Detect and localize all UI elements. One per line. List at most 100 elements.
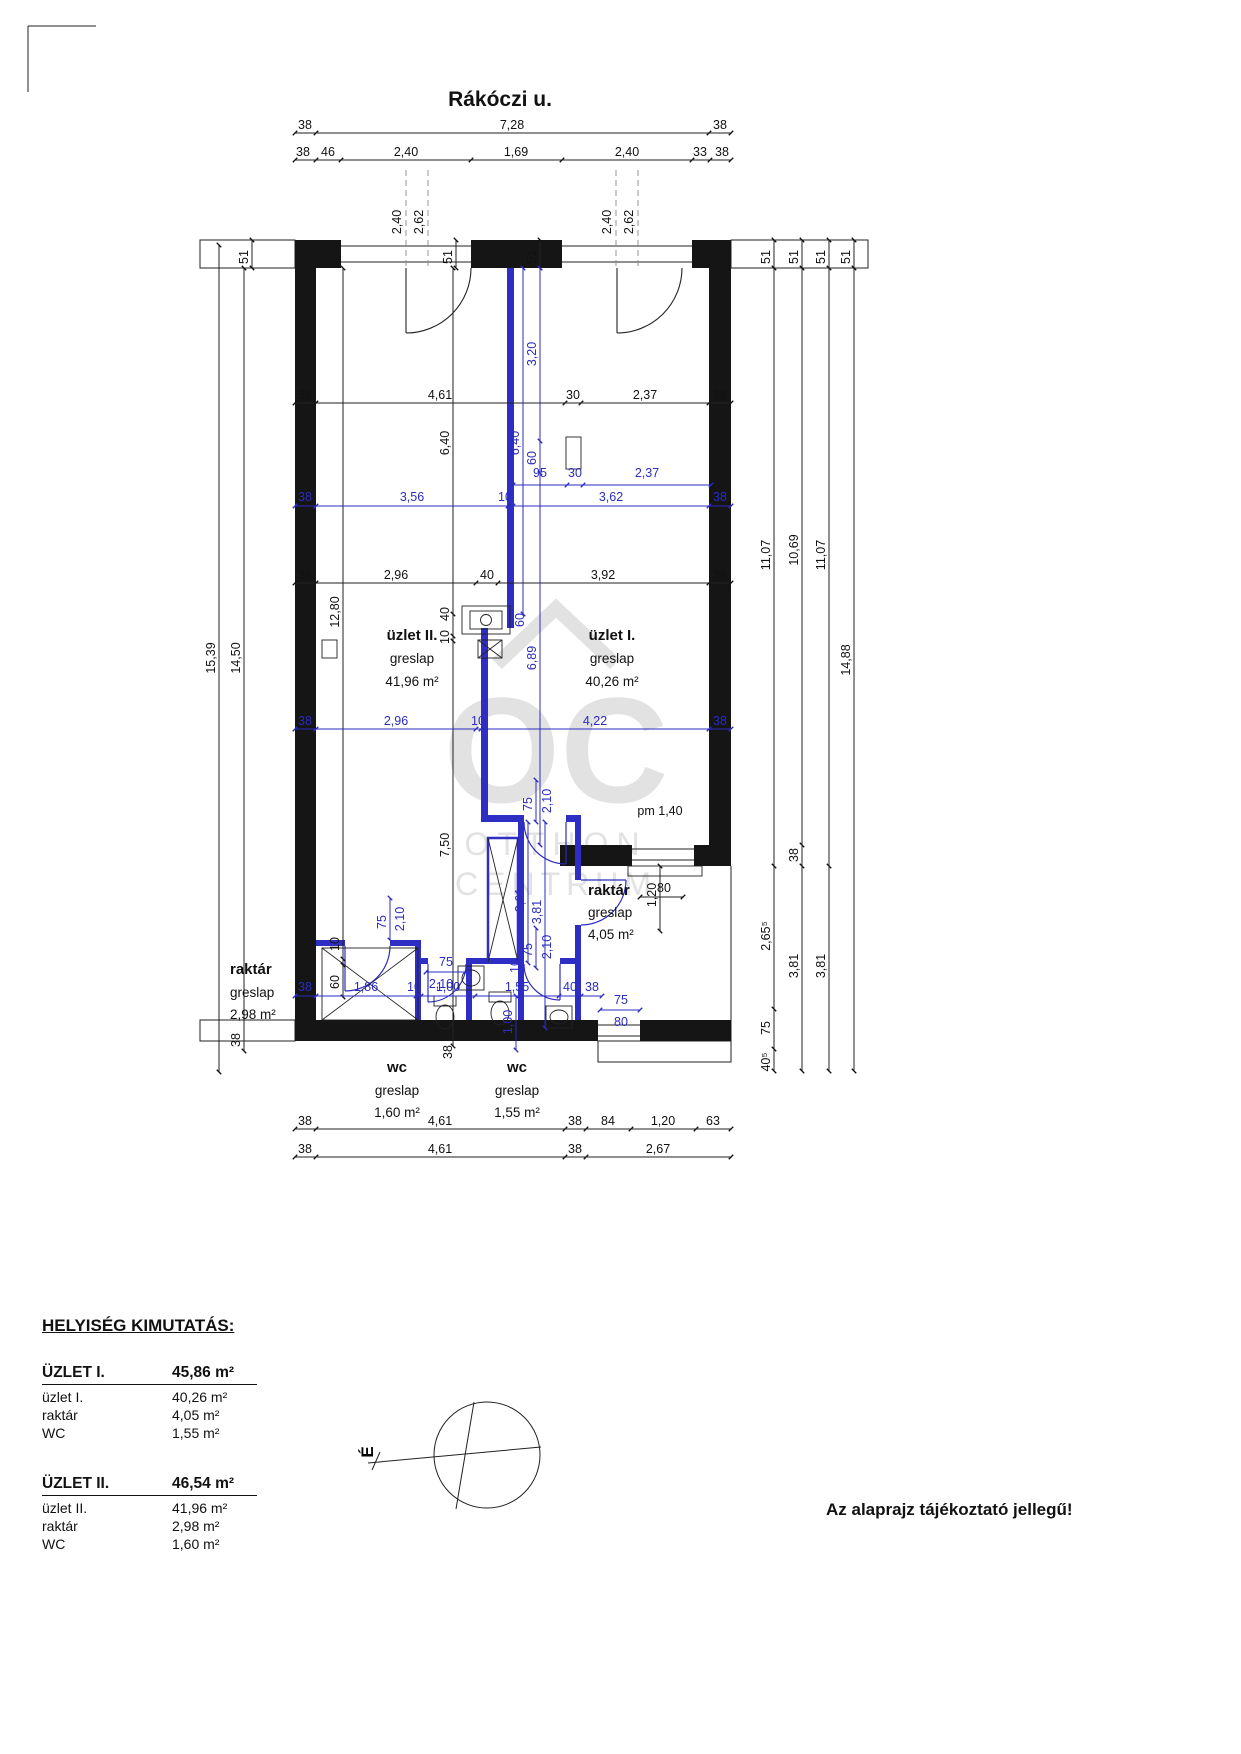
dim-label: 38: [298, 388, 312, 402]
dim-label: 1,00: [501, 1010, 515, 1034]
dim-label: 60: [513, 613, 527, 627]
room-floor: greslap: [390, 651, 434, 666]
dim-label: 95: [533, 466, 547, 480]
dim-label: 6,40: [438, 431, 452, 455]
schedule-row-label: WC: [42, 1424, 66, 1441]
entrance-doors: [405, 267, 683, 334]
room-name: üzlet II.: [387, 627, 438, 644]
sink: [457, 965, 485, 991]
dim-label: 1,20: [651, 1114, 675, 1128]
dim-label: 6,40: [508, 431, 522, 455]
dim-label: 1,55: [505, 980, 529, 994]
dimension-lines-black: [216, 130, 857, 1160]
schedule-section-total: 45,86 m²: [172, 1364, 235, 1381]
dim-label: 38: [298, 568, 312, 582]
dim-label: 14,88: [839, 644, 853, 675]
room-area: 4,05 m²: [588, 927, 634, 942]
dim-label: 2,96: [384, 714, 408, 728]
dim-label: 3,92: [591, 568, 615, 582]
dim-label: 38: [298, 1142, 312, 1156]
projection-lines: [405, 170, 639, 268]
room-floor: greslap: [230, 985, 274, 1000]
wall-cabinet: [321, 639, 338, 659]
dim-label: 38: [568, 1114, 582, 1128]
dim-label: pm 1,40: [637, 804, 682, 818]
wall-cabinet: [565, 436, 582, 470]
dim-label: 10: [498, 490, 512, 504]
dim-label: 75: [614, 993, 628, 1007]
schedule-row-value: 4,05 m²: [172, 1406, 220, 1423]
toilet-bowl: [435, 1004, 455, 1030]
dim-label: 2,40: [390, 210, 404, 234]
dim-label: 38: [713, 490, 727, 504]
meter-box: [461, 605, 511, 635]
toilet-bowl: [490, 1000, 510, 1026]
room-area: 40,26 m²: [585, 674, 639, 689]
room-area: 41,96 m²: [385, 674, 439, 689]
room-area: 1,55 m²: [494, 1105, 540, 1120]
dim-label: 1,86: [354, 980, 378, 994]
schedule-row-value: 2,98 m²: [172, 1517, 220, 1534]
schedule-row-label: üzlet I.: [42, 1389, 84, 1405]
dim-label: 1,69: [504, 145, 528, 159]
dim-label: 3,81: [530, 900, 544, 924]
crossed-area: [321, 947, 419, 1021]
dim-label: 33: [693, 145, 707, 159]
dim-label: 3,56: [400, 490, 424, 504]
schedule-row-value: 41,96 m²: [172, 1499, 228, 1516]
dim-label: 38: [568, 1142, 582, 1156]
dim-label: 75: [375, 915, 389, 929]
room-name: raktár: [230, 961, 272, 978]
dim-label: 60: [525, 451, 539, 465]
schedule-row-value: 1,55 m²: [172, 1424, 220, 1441]
dim-label: 75: [439, 955, 453, 969]
dim-label: 10: [328, 937, 342, 951]
dim-label: 10: [407, 980, 421, 994]
room-floor: greslap: [495, 1083, 539, 1098]
schedule-title: HELYISÉG KIMUTATÁS:: [42, 1316, 235, 1335]
dim-label: 12,80: [328, 596, 342, 627]
dim-label: 51: [814, 250, 828, 264]
dim-label: 30: [566, 388, 580, 402]
room-name: wc: [506, 1059, 527, 1076]
dim-label: 2,40: [615, 145, 639, 159]
sheet-corner-mark: [27, 25, 96, 92]
room-area: 1,60 m²: [374, 1105, 420, 1120]
room-name: raktár: [588, 882, 630, 899]
dim-label: 1,00: [436, 980, 460, 994]
dim-label: 80: [614, 1015, 628, 1029]
dim-label: 38: [298, 490, 312, 504]
dim-label: 4,22: [583, 714, 607, 728]
dim-label: 51: [839, 250, 853, 264]
dim-label: 2,37: [633, 388, 657, 402]
dim-label: 11,07: [759, 540, 773, 570]
room-name: wc: [386, 1059, 407, 1076]
schedule-section-name: ÜZLET I.: [42, 1364, 105, 1381]
schedule-section-uzlet1: ÜZLET I. 45,86 m² üzlet I. 40,26 m² rakt…: [42, 1364, 287, 1443]
dimension-lines-blue: [292, 265, 734, 1053]
dim-label: 38: [441, 1045, 455, 1059]
dim-label: 2,37: [635, 466, 659, 480]
dim-label: 3,81: [787, 954, 801, 978]
dim-label: 80: [657, 881, 671, 895]
dim-label: 51: [441, 250, 455, 264]
dim-label: 51: [237, 250, 251, 264]
dim-label: 2,10: [540, 935, 554, 959]
room-schedule: HELYISÉG KIMUTATÁS: ÜZLET I. 45,86 m² üz…: [42, 1316, 287, 1585]
dim-label: 7,50: [438, 833, 452, 857]
dim-label: 38: [585, 980, 599, 994]
north-compass: É: [358, 1401, 542, 1510]
schedule-row-value: 40,26 m²: [172, 1389, 228, 1405]
dim-label: 51: [787, 250, 801, 264]
dim-label: 40: [480, 568, 494, 582]
dim-label: 51: [525, 250, 539, 264]
dim-label: 38: [715, 145, 729, 159]
dim-label: 10,69: [787, 534, 801, 565]
dim-label: 4,61: [428, 1114, 452, 1128]
schedule-section-name: ÜZLET II.: [42, 1474, 110, 1492]
room-labels: üzlet II. greslap 41,96 m² üzlet I. gres…: [230, 627, 639, 1120]
dim-label: 2,62: [622, 210, 636, 234]
room-floor: greslap: [375, 1083, 419, 1098]
dim-label: 11,07: [814, 540, 828, 570]
